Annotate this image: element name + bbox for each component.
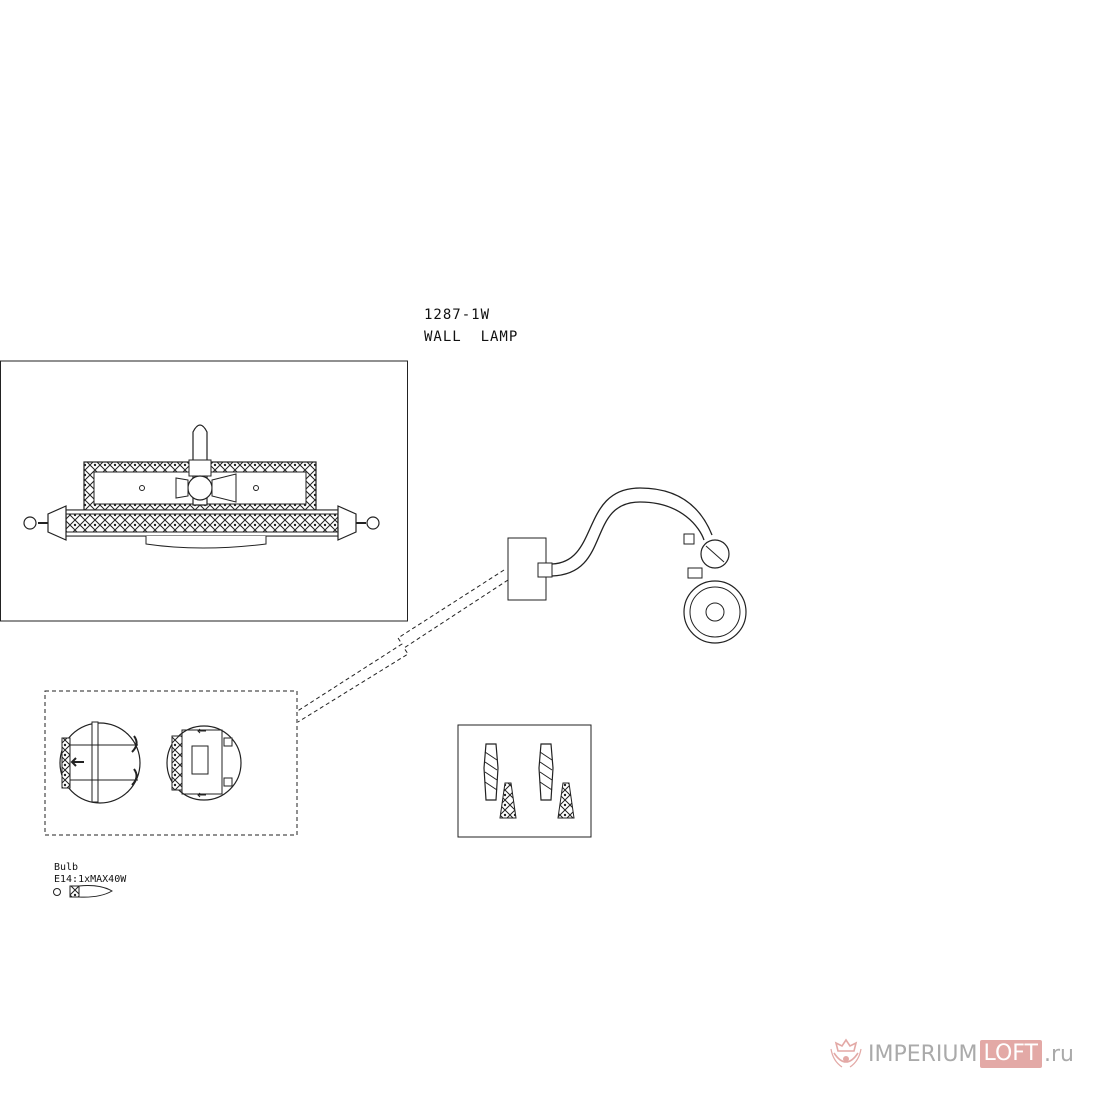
front-view-panel — [0, 360, 408, 622]
product-title: 1287-1W WALL LAMP — [424, 304, 518, 348]
side-view — [507, 487, 747, 644]
shade-bar — [23, 505, 380, 549]
bulb-spec: E14:1xMAX40W — [54, 874, 127, 885]
bulb-info: Bulb E14:1xMAX40W — [54, 862, 126, 886]
bulb-icon — [53, 885, 113, 898]
bulb-label: Bulb — [54, 862, 79, 873]
product-type: WALL LAMP — [424, 329, 519, 345]
arrow-icon — [70, 757, 84, 767]
model-number: 1287-1W — [424, 307, 491, 323]
watermark-tld: .ru — [1044, 1041, 1074, 1067]
watermark: IMPERIUM LOFT .ru — [828, 1036, 1074, 1072]
mounting-step-2 — [166, 725, 242, 801]
crown-crest-icon — [830, 1038, 862, 1068]
watermark-loft: LOFT — [979, 1040, 1042, 1068]
watermark-brand: IMPERIUM — [868, 1041, 978, 1067]
screw-anchor-icon — [483, 743, 517, 819]
screw-anchor-icon — [538, 743, 575, 819]
detail-leader — [295, 569, 509, 723]
lamp-arm — [175, 424, 237, 506]
mounting-detail-box — [44, 690, 298, 836]
hardware-box — [457, 724, 592, 838]
mounting-step-1 — [59, 721, 141, 804]
